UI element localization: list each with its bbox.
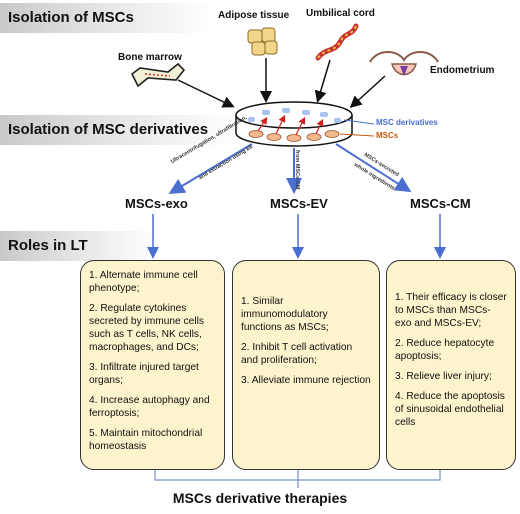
header-isolation-derivatives: Isolation of MSC derivatives [0,115,238,145]
label-mscs-ev: MSCs-EV [270,196,328,211]
roles-exo-item: 4. Increase autophagy and ferroptosis; [89,395,210,419]
legend-msc-derivatives: MSC derivatives [376,118,438,127]
roles-cm-item: 4. Reduce the apoptosis of sinusoidal en… [395,391,505,428]
label-mscs-cm: MSCs-CM [410,196,471,211]
petri-dish-icon [235,101,353,147]
roles-ev-item: 1. Similar immunomodulatory functions as… [241,296,329,333]
label-endometrium: Endometrium [430,65,495,76]
roles-ev-item: 3. Alleviate immune rejection [241,375,371,386]
adipose-tissue-icon [247,27,278,56]
roles-cm-item: 3. Relieve liver injury; [395,371,492,382]
label-mscs-exo: MSCs-exo [125,196,188,211]
bone-marrow-icon [130,62,186,88]
header-roles: Roles in LT [0,231,158,261]
roles-exo-item: 1. Alternate immune cell phenotype; [89,270,198,294]
roles-cm-item: 1. Their efficacy is closer to MSCs than… [395,292,507,329]
roles-box-ev: 1. Similar immunomodulatory functions as… [232,260,380,470]
roles-exo-item: 2. Regulate cytokines secreted by immune… [89,303,204,353]
roles-exo-item: 3. Infiltrate injured target organs; [89,362,199,386]
footer-derivative-therapies: MSCs derivative therapies [172,490,348,506]
label-umbilical-cord: Umbilical cord [306,8,375,19]
legend-mscs: MSCs [376,131,399,140]
endometrium-icon [369,51,439,76]
roles-exo-item: 5. Maintain mitochondrial homeostasis [89,428,203,452]
roles-box-exo: 1. Alternate immune cell phenotype; 2. R… [80,260,225,470]
header-isolation-mscs: Isolation of MSCs [0,3,213,33]
roles-ev-item: 2. Inhibit T cell activation and prolife… [241,342,353,366]
roles-box-cm: 1. Their efficacy is closer to MSCs than… [386,260,516,470]
umbilical-cord-icon [315,23,359,61]
method-ev: from MSCs-CM [294,150,300,190]
label-bone-marrow: Bone marrow [118,52,182,63]
roles-cm-item: 2. Reduce hepatocyte apoptosis; [395,338,495,362]
label-adipose-tissue: Adipose tissue [218,10,290,21]
